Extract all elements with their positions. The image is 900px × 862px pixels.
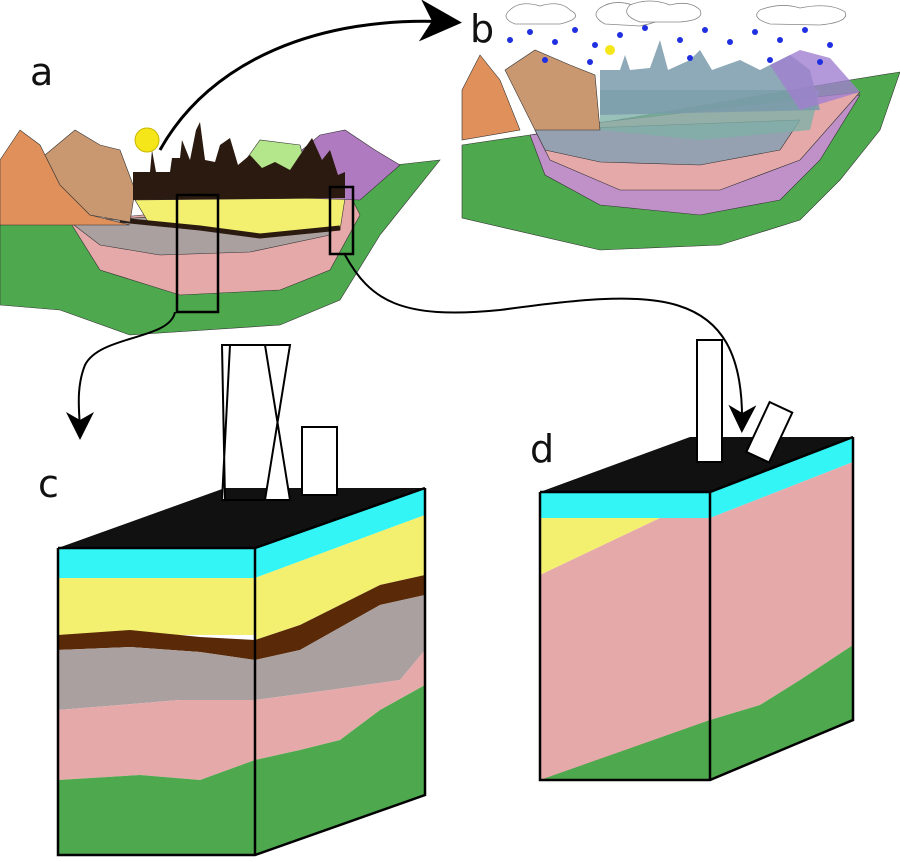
city-skyline-submerged bbox=[600, 40, 820, 115]
cyan-layer-side bbox=[255, 488, 425, 578]
grey-layer bbox=[58, 595, 425, 710]
block-edges bbox=[538, 435, 855, 782]
label-c: c bbox=[38, 462, 59, 506]
inset-box-c bbox=[175, 193, 220, 314]
pink-layer bbox=[58, 650, 425, 780]
yellow-layer-side bbox=[255, 515, 425, 640]
block-top bbox=[58, 488, 425, 548]
mountain-tan bbox=[504, 49, 601, 131]
sun-icon bbox=[605, 45, 615, 55]
green-layer bbox=[540, 645, 853, 780]
arrow-a-to-d bbox=[344, 254, 757, 433]
green-layer bbox=[58, 685, 425, 855]
pink-layer-side bbox=[710, 462, 853, 720]
tank bbox=[696, 339, 723, 463]
panel-a-landscape bbox=[0, 122, 441, 336]
arrow-a-to-c bbox=[65, 311, 176, 440]
rain-drops bbox=[507, 25, 833, 65]
panel-b-flooded-landscape bbox=[461, 0, 900, 251]
arrow-a-to-b bbox=[158, 0, 462, 151]
block-edges bbox=[56, 486, 427, 857]
pink-layer-front bbox=[540, 518, 710, 780]
clouds bbox=[505, 0, 847, 27]
purple-hill bbox=[770, 50, 860, 110]
label-b: b bbox=[470, 7, 494, 51]
inset-box-d bbox=[328, 185, 355, 256]
cyan-layer-side bbox=[710, 437, 853, 518]
coal-seam bbox=[119, 217, 341, 239]
tank bbox=[301, 426, 338, 496]
mountain-orange bbox=[461, 54, 521, 141]
panel-c-block bbox=[56, 344, 427, 857]
cyan-layer-front bbox=[540, 492, 710, 518]
tilted-tank bbox=[745, 400, 794, 464]
drill-rig bbox=[220, 344, 292, 501]
cyan-layer-front bbox=[58, 548, 255, 578]
label-d: d bbox=[530, 427, 554, 471]
sun-icon bbox=[134, 127, 160, 153]
city-skyline bbox=[133, 122, 345, 200]
yellow-layer-front bbox=[58, 578, 255, 635]
label-a: a bbox=[30, 50, 53, 94]
panel-d-block bbox=[538, 339, 855, 782]
coal-layer bbox=[58, 575, 425, 660]
